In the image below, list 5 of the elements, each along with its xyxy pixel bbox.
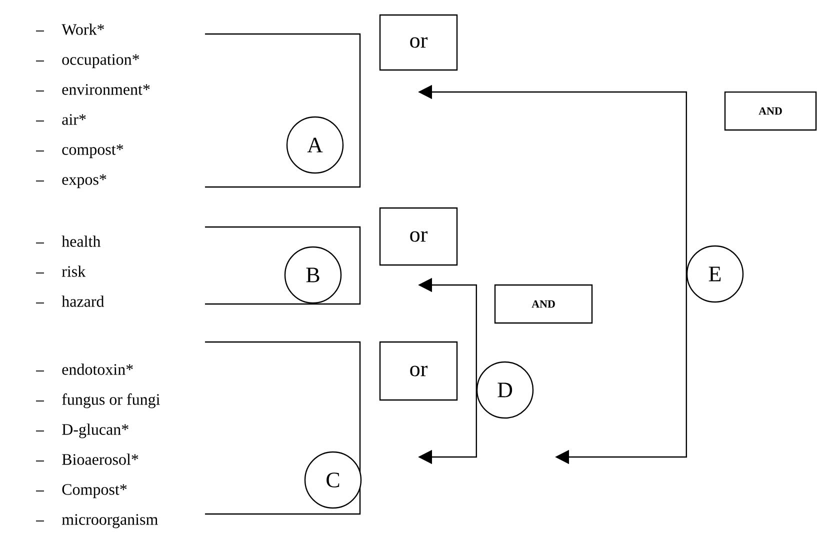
operator-box: or	[379, 341, 458, 401]
operator-box: AND	[494, 284, 593, 324]
operator-box: AND	[724, 91, 817, 131]
operator-box: or	[379, 14, 458, 71]
operator-box: or	[379, 207, 458, 266]
